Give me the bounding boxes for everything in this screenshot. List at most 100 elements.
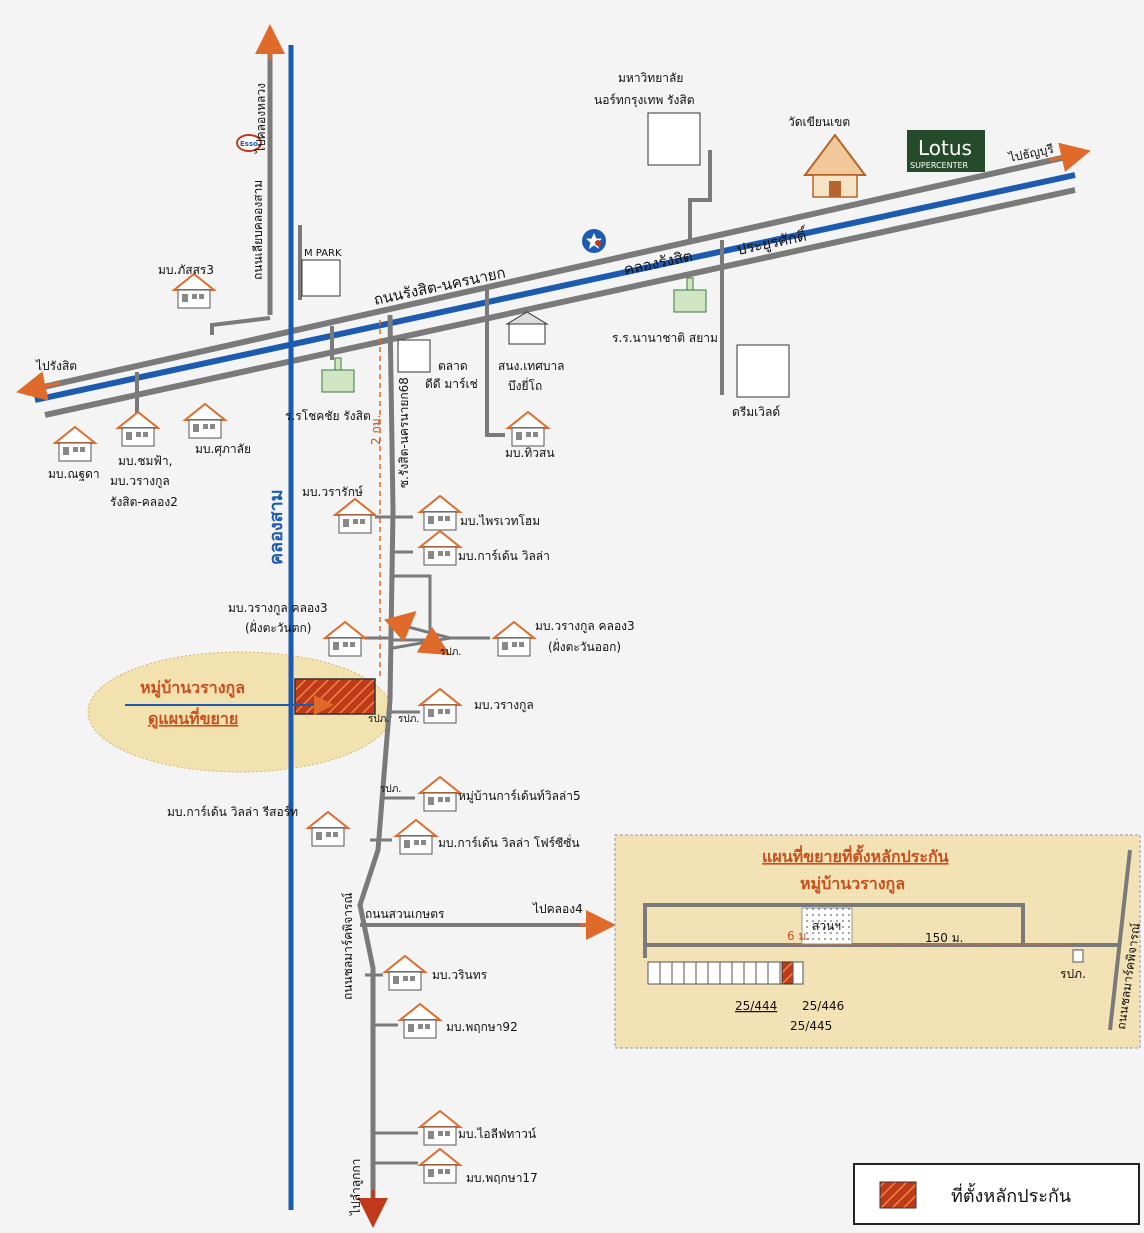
label-chomfa-1: มบ.ชมฟ้า,: [118, 454, 172, 468]
label-to-lam-luk-ka: ไปลำลูกกา: [349, 1159, 364, 1216]
label-lifetown: มบ.ไอลีฟทาวน์: [458, 1127, 536, 1141]
label-garden-villa: มบ.การ์เด้น วิลล่า: [458, 549, 550, 563]
house-garden-resort: [307, 811, 349, 847]
house-lifetown: [419, 1110, 461, 1146]
collateral-lot[interactable]: [294, 678, 376, 715]
m-park-box: [301, 259, 341, 297]
label-po-4: รปภ.: [380, 784, 402, 795]
label-dreamworld: ดรีมเวิลด์: [732, 405, 780, 419]
inset-dist-6m: 6 ม.: [787, 929, 810, 943]
label-suan-kaset: ถนนสวนเกษตร: [365, 907, 445, 921]
label-police-2: บึงยี่โถ: [508, 377, 542, 393]
svg-text:Lotus: Lotus: [918, 136, 972, 160]
label-warangkul-w-2: (ฝั่งตะวันตก): [245, 619, 312, 635]
rangsit-south-road: [44, 187, 1076, 418]
label-nanachart: ร.ร.นานาชาติ สยาม: [612, 331, 718, 345]
inset-lot-446: 25/446: [802, 999, 844, 1013]
inset-park: สวนฯ: [812, 919, 841, 933]
label-soi-68: ซ.รังสิต-นครนายก68: [397, 377, 411, 488]
inset-lots-row: [647, 961, 804, 985]
label-warinthon: มบ.วรินทร: [432, 968, 488, 982]
label-po-1: รปภ.: [440, 647, 462, 658]
branch-tiwson: [485, 288, 505, 437]
inset-po: รปภ.: [1060, 967, 1086, 981]
label-market-1: ตลาด: [438, 359, 468, 373]
inset-collateral-lot[interactable]: [781, 961, 794, 985]
label-suphalai: มบ.ศุภาลัย: [195, 442, 251, 457]
label-warangkul-e-1: มบ.วรางกูล คลอง3: [535, 619, 635, 634]
inset-map: แผนที่ขยายที่ตั้งหลักประกัน หมู่บ้านวราง…: [614, 834, 1143, 1049]
label-warangkul: มบ.วรางกูล: [474, 698, 534, 713]
label-to-khlong4: ไปคลอง4: [532, 902, 583, 916]
rangsit-nakhonnayok-road: [29, 152, 1076, 393]
branch-phatsorn: [210, 316, 271, 335]
label-garden-resort: มบ.การ์เด้น วิลล่า รีสอร์ท: [167, 805, 298, 819]
house-nattha: [54, 426, 96, 462]
label-police-1: สนง.เทศบาล: [498, 359, 565, 373]
house-phatsorn3: [173, 273, 215, 309]
lotus-logo: Lotus SUPERCENTER: [907, 130, 985, 172]
label-market-2: ดีดี มาร์เช่: [425, 377, 478, 391]
target-name-label: หมู่บ้านวรางกูล: [140, 678, 245, 699]
arrow-to-rangsit: [16, 371, 61, 401]
junction-arrow-2: [416, 626, 451, 656]
legend-swatch: [879, 1181, 917, 1209]
legend: ที่ตั้งหลักประกัน: [853, 1163, 1140, 1225]
label-pruksa17: มบ.พฤกษา17: [466, 1171, 538, 1185]
house-warangkul-w: [324, 621, 366, 657]
label-m-park: M PARK: [304, 248, 342, 259]
label-vararak: มบ.วรารักษ์: [302, 485, 363, 499]
house-garden-villa5: [419, 776, 461, 812]
gas-station-icon: [582, 229, 606, 253]
house-tiwson: [507, 411, 549, 447]
label-chom-market-road: ถนนชลมาร์คพิจารณ์: [341, 892, 355, 1000]
label-tiwson: มบ.ทิวสน: [505, 446, 555, 460]
inset-title: แผนที่ขยายที่ตั้งหลักประกัน: [762, 844, 949, 866]
label-po-3: รปภ.: [398, 714, 420, 725]
inset-lot-444: 25/444: [735, 999, 777, 1013]
label-university-1: มหาวิทยาลัย: [618, 71, 683, 85]
house-vararak: [334, 498, 376, 534]
label-garden-villa5: หมู่บ้านการ์เด้นท์วิลล่า5: [458, 789, 581, 804]
label-liab-khlong-sam: ถนนเลียบคลองสาม: [251, 180, 265, 280]
school-nanachart-icon: [673, 277, 707, 313]
arrow-to-thanyaburi: [1049, 142, 1091, 172]
label-to-khlong-luang: ไปคลองหลวง: [254, 83, 268, 154]
label-phatsorn3: มบ.ภัสสร3: [158, 263, 214, 277]
market-box: [397, 339, 431, 373]
svg-text:SUPERCENTER: SUPERCENTER: [910, 161, 969, 170]
label-to-rangsit: ไปรังสิต: [35, 359, 77, 373]
branch-university: [688, 150, 712, 240]
branch-warangkul-e: [392, 621, 490, 640]
rangsit-canal: [34, 172, 1076, 403]
soi-68-road: [357, 314, 396, 1205]
inset-dist-150m: 150 ม.: [925, 931, 963, 945]
label-2km: 2 กม.: [369, 415, 383, 445]
legend-label: ที่ตั้งหลักประกัน: [951, 1183, 1071, 1207]
label-po-2: รปภ.: [368, 714, 390, 725]
label-pruksa92: มบ.พฤกษา92: [446, 1020, 518, 1034]
label-chomfa-3: รังสิต-คลอง2: [110, 495, 178, 509]
label-praiwet: มบ.ไพรเวทโฮม: [460, 514, 540, 528]
label-warangkul-w-1: มบ.วรางกูล คลอง3: [228, 601, 328, 616]
label-garden-forsee: มบ.การ์เด้น วิลล่า โฟร์ซีซั่น: [438, 834, 580, 850]
house-garden-villa: [419, 530, 461, 566]
house-warinthon: [384, 955, 426, 991]
legend-swatch-area: ที่ตั้งหลักประกัน: [879, 1181, 1071, 1209]
house-suphalai: [184, 403, 226, 439]
label-temple: วัดเขียนเขต: [788, 115, 850, 129]
label-university-2: นอร์ทกรุงเทพ รังสิต: [594, 93, 695, 108]
house-warangkul-e: [493, 621, 535, 657]
label-khlong-sam: คลองสาม: [266, 489, 287, 565]
label-nattha: มบ.ณฐดา: [48, 467, 100, 481]
junction-arrow-1: [384, 611, 417, 643]
inset-subtitle: หมู่บ้านวรางกูล: [800, 874, 905, 895]
label-warangkul-e-2: (ฝั่งตะวันออก): [548, 638, 621, 654]
house-warangkul: [419, 688, 461, 724]
house-pruksa92: [399, 1003, 441, 1039]
dreamworld-box: [736, 344, 790, 398]
house-garden-forsee: [395, 819, 437, 855]
esso-logo: Esso: [236, 134, 262, 152]
target-zoom-hint[interactable]: ดูแผนที่ขยาย: [148, 707, 238, 730]
